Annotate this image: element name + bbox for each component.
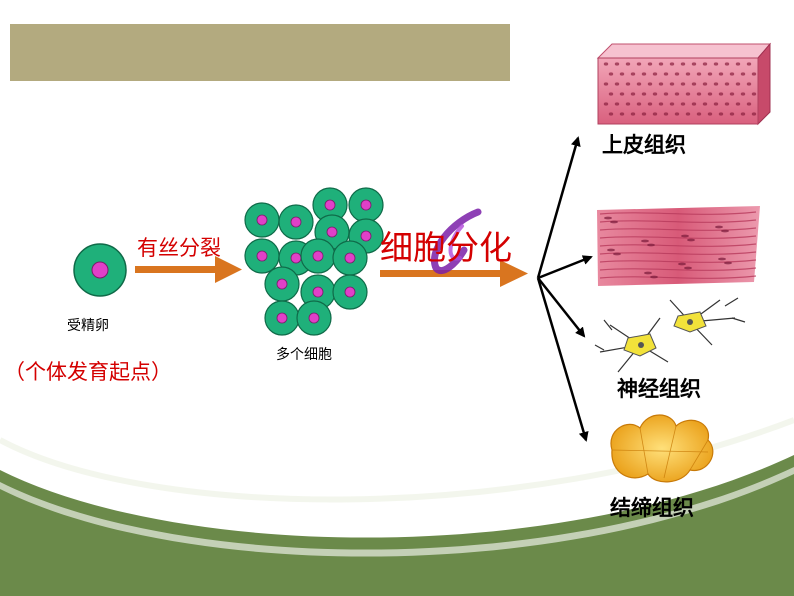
tissue-label-nerve: 神经组织 [617,377,701,401]
daughter-cell [264,300,300,336]
mitosis-label: 有丝分裂 [137,236,221,260]
daughter-cell [244,202,280,238]
daughter-cell [332,274,368,310]
daughter-cell [264,266,300,302]
muscle-tissue-image [597,206,760,286]
daughter-cell [296,300,332,336]
daughter-cell [300,274,336,310]
zygote-cell [73,243,127,297]
many-cells-label: 多个细胞 [276,347,332,363]
daughter-cell [300,238,336,274]
branch-arrows [536,136,593,442]
cell-cluster [244,187,384,336]
daughter-cell [244,238,280,274]
daughter-cell [332,240,368,276]
tissue-label-connective: 结缔组织 [610,496,694,520]
nerve-tissue-image [594,297,746,373]
mitosis-arrow [135,256,242,283]
differentiation-label: 细胞分化 [380,228,512,267]
zygote-label: 受精卵 [67,318,109,334]
tissue-label-epithelial: 上皮组织 [602,133,686,157]
swirl-decoration [431,208,482,274]
connective-tissue-image [610,414,714,483]
daughter-cell [278,204,314,240]
epithelial-tissue-image [596,42,772,126]
daughter-cell [312,187,348,223]
daughter-cell [348,187,384,223]
zygote-note: （个体发育起点） [4,360,172,384]
title-bar [10,24,510,81]
